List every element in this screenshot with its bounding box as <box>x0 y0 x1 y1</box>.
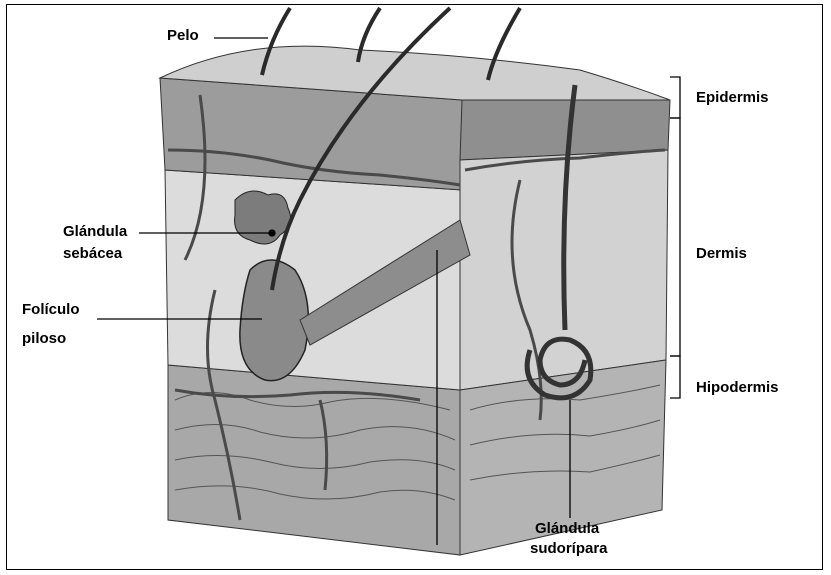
label-epidermis: Epidermis <box>696 88 769 108</box>
label-glandula-sudoripara-line1: Glándula <box>535 519 599 539</box>
hipodermis-bracket <box>670 356 680 398</box>
label-pelo: Pelo <box>167 26 199 46</box>
label-glandula-sebacea-line1: Glándula <box>63 222 127 242</box>
epidermis-bracket <box>670 77 680 118</box>
label-dermis: Dermis <box>696 244 747 264</box>
dermis-bracket <box>670 118 680 356</box>
label-hipodermis: Hipodermis <box>696 378 779 398</box>
label-glandula-sudoripara-line2: sudorípara <box>530 539 608 559</box>
label-glandula-sebacea-line2: sebácea <box>63 244 122 264</box>
layer-brackets <box>670 77 680 398</box>
label-foliculo-line2: piloso <box>22 329 66 349</box>
label-foliculo-line1: Folículo <box>22 300 80 320</box>
